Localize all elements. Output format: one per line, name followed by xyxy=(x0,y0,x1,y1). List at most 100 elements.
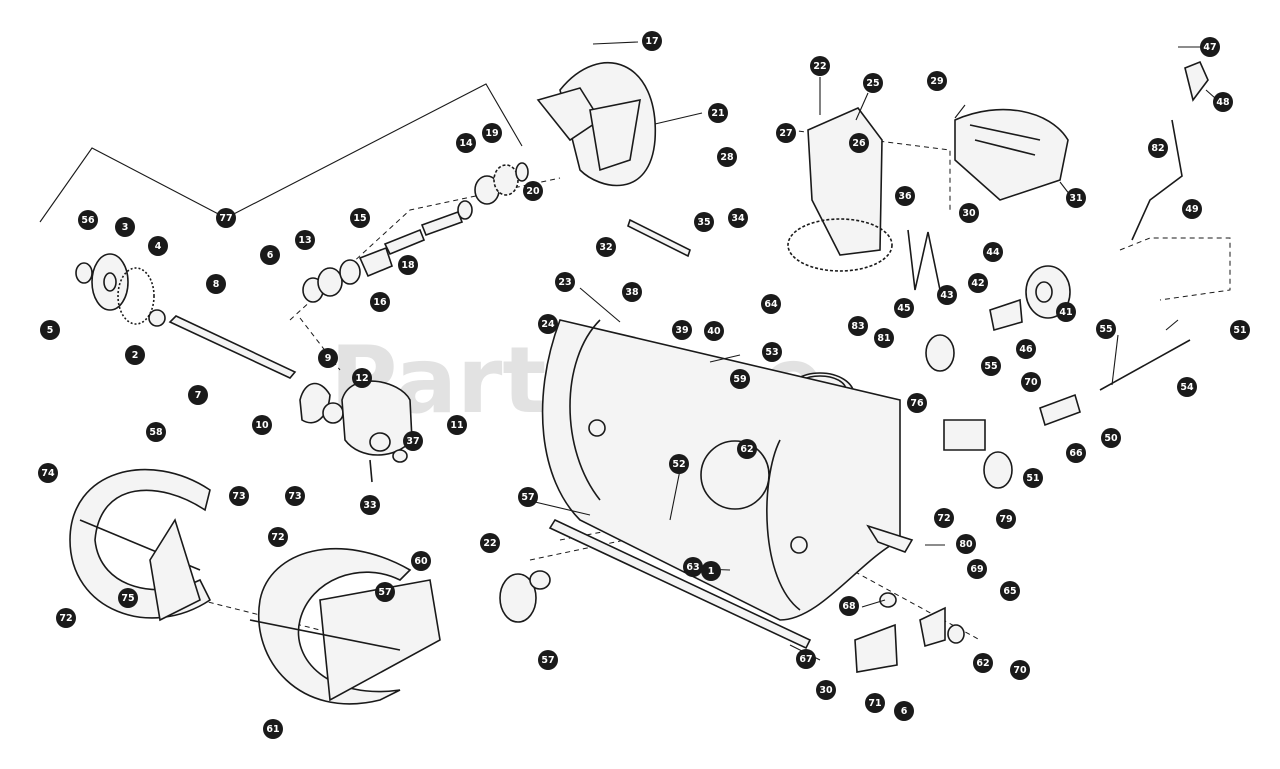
callout-number: 30 xyxy=(819,685,833,696)
callout-70: 70 xyxy=(1021,372,1041,392)
callout-badge xyxy=(403,431,423,451)
callout-70: 70 xyxy=(1010,660,1030,680)
callout-number: 72 xyxy=(937,513,950,524)
callout-30: 30 xyxy=(816,680,836,700)
callout-badge xyxy=(1010,660,1030,680)
callout-number: 58 xyxy=(149,427,163,438)
callout-76: 76 xyxy=(907,393,927,413)
callout-number: 42 xyxy=(971,278,984,289)
callout-badge xyxy=(216,208,236,228)
callout-number: 8 xyxy=(213,279,220,290)
callout-33: 33 xyxy=(360,495,380,515)
callout-number: 25 xyxy=(866,78,879,89)
callout-3: 3 xyxy=(115,217,135,237)
callout-13: 13 xyxy=(295,230,315,250)
callout-47: 47 xyxy=(1200,37,1220,57)
callout-number: 56 xyxy=(81,215,95,226)
callout-37: 37 xyxy=(403,431,423,451)
callout-badge xyxy=(894,701,914,721)
callout-number: 70 xyxy=(1024,377,1038,388)
callout-badge xyxy=(1230,320,1250,340)
callout-number: 21 xyxy=(711,108,724,119)
callout-badge xyxy=(411,551,431,571)
callout-badge xyxy=(398,255,418,275)
callout-number: 40 xyxy=(707,326,721,337)
callout-number: 28 xyxy=(720,152,734,163)
callout-badge xyxy=(1177,377,1197,397)
callout-number: 33 xyxy=(363,500,376,511)
callout-badge xyxy=(260,245,280,265)
callout-67: 67 xyxy=(796,649,816,669)
callout-number: 71 xyxy=(868,698,881,709)
callout-number: 26 xyxy=(852,138,866,149)
callout-25: 25 xyxy=(863,73,883,93)
callout-badge xyxy=(761,294,781,314)
callout-8: 8 xyxy=(206,274,226,294)
callout-number: 19 xyxy=(485,128,498,139)
callout-badge xyxy=(360,495,380,515)
callout-number: 73 xyxy=(232,491,245,502)
callout-72: 72 xyxy=(934,508,954,528)
callout-6: 6 xyxy=(894,701,914,721)
callout-badge xyxy=(839,596,859,616)
callout-badge xyxy=(115,217,135,237)
callout-badge xyxy=(848,316,868,336)
callout-20: 20 xyxy=(523,181,543,201)
callout-badge xyxy=(927,71,947,91)
callout-75: 75 xyxy=(118,588,138,608)
callout-40: 40 xyxy=(704,321,724,341)
callout-59: 59 xyxy=(730,369,750,389)
callout-number: 57 xyxy=(521,492,534,503)
callout-number: 72 xyxy=(59,613,72,624)
callout-badge xyxy=(894,298,914,318)
callout-41: 41 xyxy=(1056,302,1076,322)
callout-number: 53 xyxy=(765,347,778,358)
callout-number: 64 xyxy=(764,299,778,310)
callout-number: 39 xyxy=(675,325,688,336)
callout-number: 17 xyxy=(645,36,658,47)
callout-number: 55 xyxy=(1099,324,1112,335)
callout-number: 13 xyxy=(298,235,311,246)
callout-badge xyxy=(1021,372,1041,392)
callout-number: 6 xyxy=(901,706,908,717)
callout-63: 63 xyxy=(683,557,703,577)
callout-badge xyxy=(728,208,748,228)
callout-badge xyxy=(1066,188,1086,208)
callout-number: 14 xyxy=(459,138,473,149)
callout-number: 59 xyxy=(733,374,746,385)
callout-2: 2 xyxy=(125,345,145,365)
callout-52: 52 xyxy=(669,454,689,474)
callout-71: 71 xyxy=(865,693,885,713)
callout-badge xyxy=(523,181,543,201)
callout-number: 82 xyxy=(1151,143,1164,154)
callout-number: 67 xyxy=(799,654,812,665)
callout-badge xyxy=(981,356,1001,376)
callout-number: 49 xyxy=(1185,204,1198,215)
callout-badge xyxy=(318,348,338,368)
callout-badge xyxy=(622,282,642,302)
callout-number: 62 xyxy=(740,444,753,455)
callout-badge xyxy=(480,533,500,553)
callout-number: 41 xyxy=(1059,307,1072,318)
callout-badge xyxy=(704,321,724,341)
callout-32: 32 xyxy=(596,237,616,257)
callout-badge xyxy=(1101,428,1121,448)
callout-number: 65 xyxy=(1003,586,1016,597)
callout-badge xyxy=(776,123,796,143)
callout-number: 63 xyxy=(686,562,699,573)
callout-badge xyxy=(959,203,979,223)
callout-badge xyxy=(295,230,315,250)
callout-badge xyxy=(206,274,226,294)
callout-69: 69 xyxy=(967,559,987,579)
callout-9: 9 xyxy=(318,348,338,368)
callout-number: 70 xyxy=(1013,665,1027,676)
callout-17: 17 xyxy=(642,31,662,51)
callout-number: 9 xyxy=(325,353,332,364)
callout-badge xyxy=(447,415,467,435)
callout-badge xyxy=(895,186,915,206)
callout-badge xyxy=(642,31,662,51)
callout-number: 11 xyxy=(450,420,463,431)
callout-61: 61 xyxy=(263,719,283,739)
callout-48: 48 xyxy=(1213,92,1233,112)
callout-73: 73 xyxy=(285,486,305,506)
